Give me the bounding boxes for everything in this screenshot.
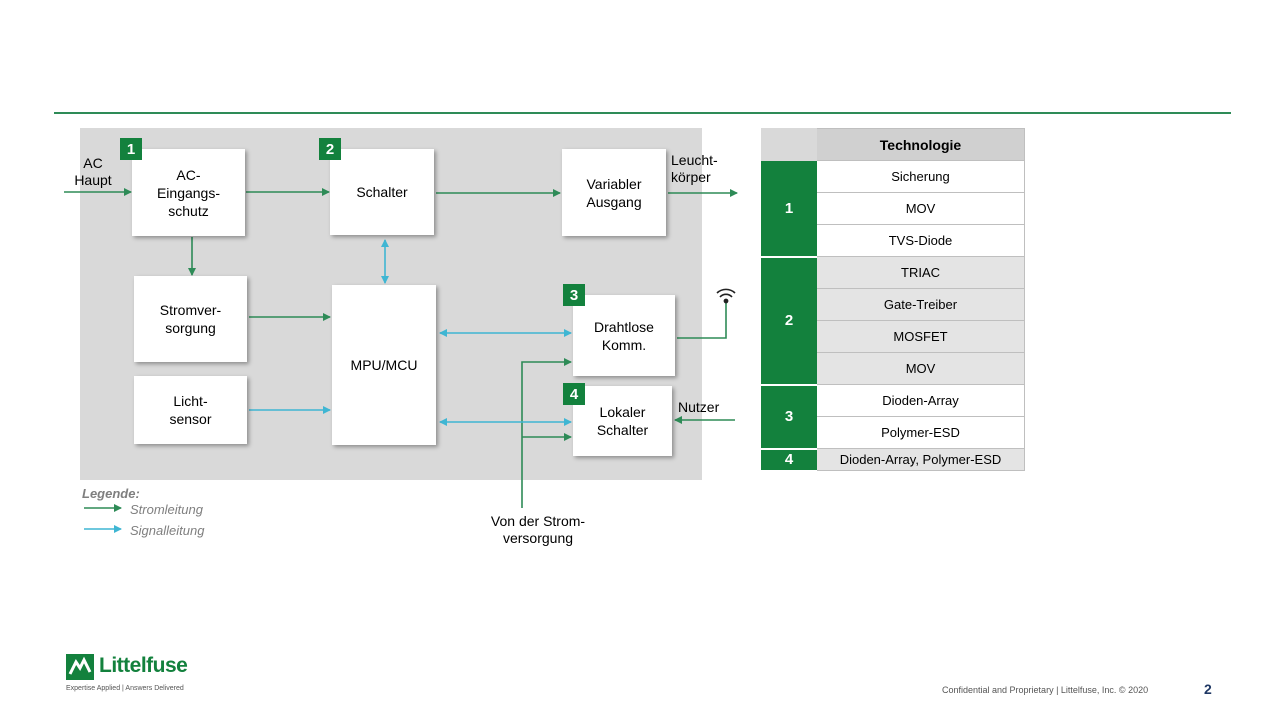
ac-main-label: AC Haupt (74, 155, 112, 188)
table-cell: Gate-Treiber (816, 288, 1025, 321)
from-power-supply-label: Von der Strom- versorgung (490, 513, 586, 546)
group-4-label: 4 (761, 448, 817, 472)
title-divider (54, 112, 1231, 114)
table-cell: TRIAC (816, 256, 1025, 289)
badge-2: 2 (319, 138, 341, 160)
table-cell: MOSFET (816, 320, 1025, 353)
table-corner (761, 128, 817, 161)
user-label: Nutzer (678, 399, 720, 415)
badge-1: 1 (120, 138, 142, 160)
variable-output-block: Variabler Ausgang (562, 149, 666, 236)
wireless-comm-block: Drahtlose Komm. (573, 295, 675, 376)
table-cell: Dioden-Array, Polymer-ESD (816, 448, 1025, 471)
wifi-icon (716, 288, 736, 304)
group-2-label: 2 (761, 256, 817, 386)
confidential-notice: Confidential and Proprietary | Littelfus… (942, 685, 1149, 695)
table-cell: Dioden-Array (816, 384, 1025, 417)
table-cell: Sicherung (816, 160, 1025, 193)
legend-signal-label: Signalleitung (130, 523, 205, 538)
group-3-label: 3 (761, 384, 817, 450)
legend-title: Legende: (82, 486, 140, 501)
table-cell: TVS-Diode (816, 224, 1025, 257)
switch-block: Schalter (330, 149, 434, 235)
table-header: Technologie (816, 128, 1025, 161)
table-cell: Polymer-ESD (816, 416, 1025, 449)
logo-name: Littelfuse (99, 654, 188, 677)
table-cell: MOV (816, 192, 1025, 225)
light-sensor-block: Licht- sensor (134, 376, 247, 444)
page-number: 2 (1204, 681, 1212, 697)
logo-mark-icon (66, 654, 94, 680)
power-line-from-supply (521, 358, 572, 508)
technology-table: Technologie 1 Sicherung MOV TVS-Diode 2 … (761, 128, 1025, 472)
badge-3: 3 (563, 284, 585, 306)
logo-tagline: Expertise Applied | Answers Delivered (66, 685, 184, 692)
group-1-label: 1 (761, 160, 817, 258)
luminaire-label: Leucht- körper (671, 152, 718, 185)
ac-input-protection-block: AC- Eingangs- schutz (132, 149, 245, 236)
table-cell: MOV (816, 352, 1025, 385)
local-switch-block: Lokaler Schalter (573, 386, 672, 456)
badge-4: 4 (563, 383, 585, 405)
legend-power-label: Stromleitung (130, 502, 203, 517)
antenna-line (677, 300, 727, 339)
mcu-block: MPU/MCU (332, 285, 436, 445)
power-supply-block: Stromver- sorgung (134, 276, 247, 362)
